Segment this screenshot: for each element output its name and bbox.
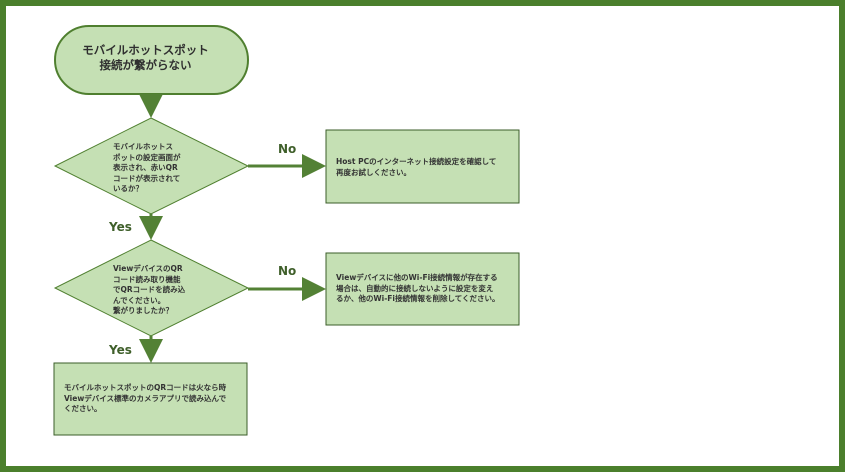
result-yes-box — [53, 362, 248, 436]
decision1-text: モバイルホットス ポットの設定画面が 表示され、赤いQR コードが表示されて い… — [113, 142, 181, 193]
decision2-text: ViewデバイスのQR コード読み取り機能 でQRコードを読み込 んでください。… — [113, 264, 186, 315]
result-yes-text: モバイルホットスポットのQRコードは火なら時 Viewデバイス標準のカメラアプリ… — [64, 383, 227, 413]
no-label-1: No — [278, 142, 297, 156]
yes-label-1: Yes — [109, 220, 132, 234]
yes-label-2: Yes — [109, 343, 132, 357]
no-label-2: No — [278, 264, 297, 278]
result-no2-box — [325, 252, 520, 326]
result-no2-text: Viewデバイスに他のWi-Fi接続情報が存在する 場合は、自動的に接続しないよ… — [336, 273, 500, 303]
start-text: モバイルホットスポット 接続が繋がらない — [82, 43, 209, 72]
result-no1-text: Host PCのインターネット接続設定を確認して 再度お試しください。 — [336, 157, 497, 177]
result-no1-box — [325, 129, 520, 204]
